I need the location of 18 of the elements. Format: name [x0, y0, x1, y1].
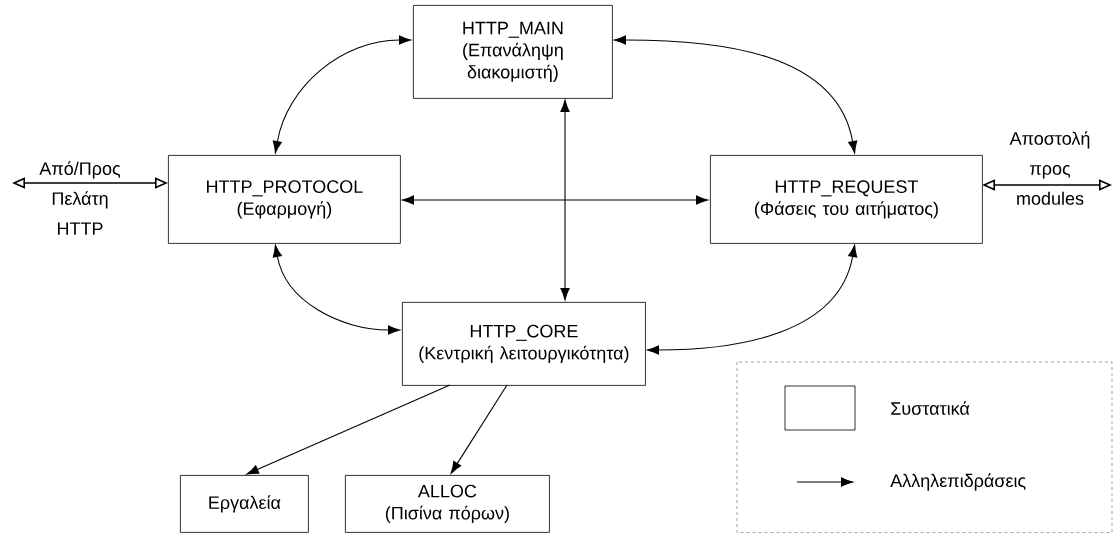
arrow [401, 195, 709, 205]
arrow [272, 244, 401, 335]
component-box: HTTP_CORE (Κεντρική λειτουργικότητα) [402, 302, 646, 386]
component-box: HTTP_PROTOCOL (Εφαρμογή) [168, 155, 401, 244]
edge-label: Αποστολή προς modules [1009, 131, 1090, 205]
arrow [613, 35, 858, 154]
arrow [272, 35, 412, 154]
arrow [450, 384, 508, 474]
arrow [646, 244, 858, 355]
legend-text: Αλληλεπιδράσεις [890, 473, 1026, 491]
component-box: HTTP_REQUEST (Φάσεις του αιτήματος) [710, 155, 983, 244]
arrow [246, 384, 451, 475]
component-box: Εργαλεία [180, 475, 309, 533]
edge-label: Από/Προς Πελάτη HTTP [39, 161, 121, 235]
component-box: ALLOC (Πισίνα πόρων) [345, 475, 550, 533]
arrow [560, 99, 570, 301]
component-box: HTTP_MAIN (Επανάληψη διακομιστή) [413, 5, 613, 99]
legend-text: Συστατικά [891, 401, 970, 415]
